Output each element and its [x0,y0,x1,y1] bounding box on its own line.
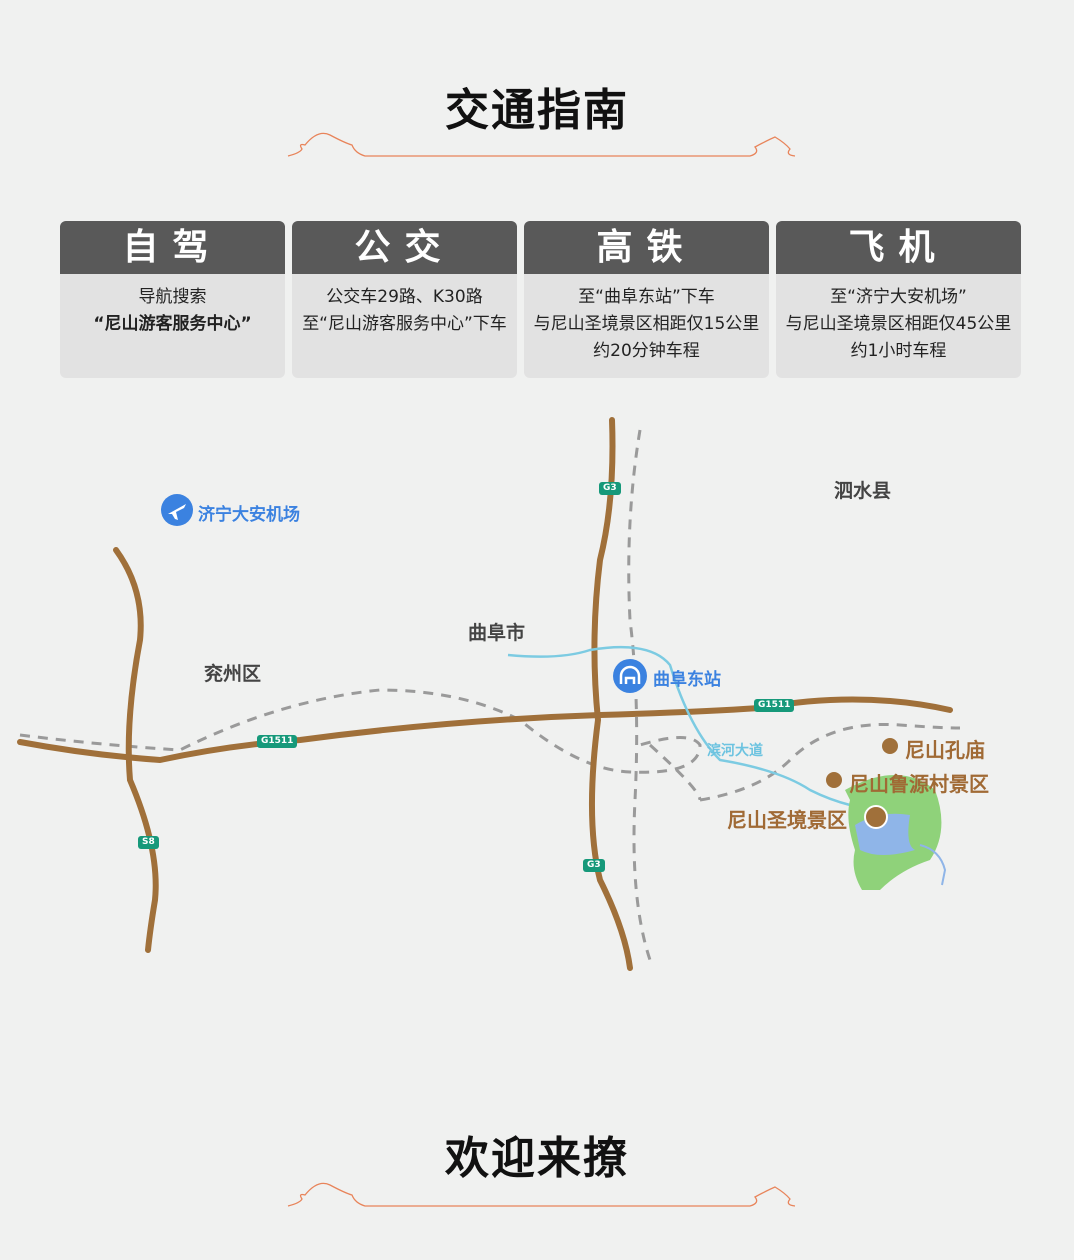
card-line: 至“尼山游客服务中心”下车 [302,314,507,334]
label-qufu: 曲阜市 [468,622,526,644]
scenic-marker [864,805,888,829]
railways [19,429,961,961]
card-high-speed-rail: 高铁 至“曲阜东站”下车与尼山圣境景区相距仅15公里约20分钟车程 [524,221,769,378]
title-ornament [287,132,796,157]
page-title: 交通指南 [445,85,629,136]
label-station: 曲阜东站 [653,670,721,690]
label-river-road: 滨河大道 [707,743,763,759]
label-konglin: 尼山孔庙 [905,738,985,762]
card-line: 与尼山圣境景区相距仅15公里 [533,314,760,334]
label-airport: 济宁大安机场 [198,505,300,525]
railway-station-icon [613,659,647,693]
scenic-marker [826,772,842,788]
card-line: 公交车29路、K30路 [326,287,483,307]
card-line: 至“济宁大安机场” [830,287,967,307]
card-line: “尼山游客服务中心” [93,314,252,334]
river [507,645,851,807]
card-line: 至“曲阜东站”下车 [578,287,715,307]
roads [17,417,953,971]
card-line: 约20分钟车程 [593,341,700,361]
road-badge-g1511: G1511 [754,699,795,712]
scenic-marker [882,738,898,754]
road-badge-g3: G3 [599,482,621,495]
label-luyuan: 尼山鲁源村景区 [849,772,989,796]
road-badge-g3: G3 [583,859,605,872]
footer-title: 欢迎来撩 [445,1133,629,1184]
card-title: 高铁 [524,221,769,274]
card-title: 公交 [292,221,517,274]
card-line: 约1小时车程 [850,341,947,361]
card-title: 自驾 [60,221,285,274]
label-sishui: 泗水县 [834,480,892,502]
card-flight: 飞机 至“济宁大安机场” 与尼山圣境景区相距仅45公里约1小时车程 [776,221,1021,378]
footer-ornament [287,1182,796,1207]
card-title: 飞机 [776,221,1021,274]
card-bus: 公交 公交车29路、K30路至“尼山游客服务中心”下车 [292,221,517,378]
card-self-drive: 自驾 导航搜索 “尼山游客服务中心” [60,221,285,378]
label-yanzhou: 兖州区 [204,663,262,685]
card-line: 与尼山圣境景区相距仅45公里 [785,314,1012,334]
road-badge-s8: S8 [138,836,159,849]
card-line: 导航搜索 [138,287,207,307]
label-shengjing: 尼山圣境景区 [727,808,847,832]
road-badge-g1511: G1511 [257,735,298,748]
